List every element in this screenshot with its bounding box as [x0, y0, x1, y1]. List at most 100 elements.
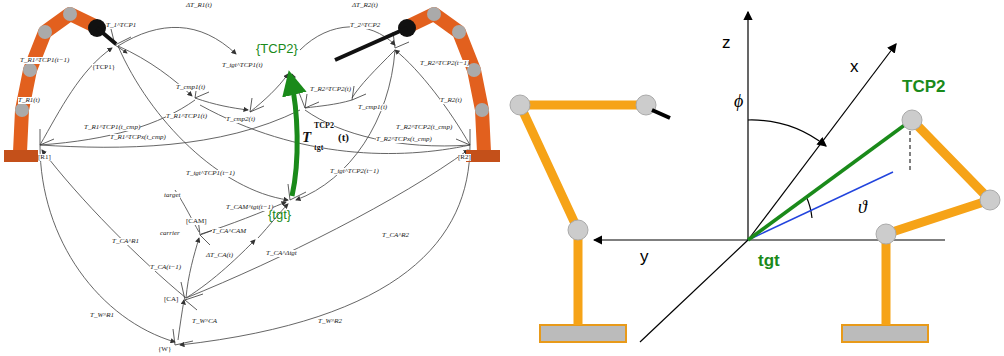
robot-schematic [520, 105, 645, 325]
robot-arm [335, 28, 407, 60]
transform-subscript: tgt [314, 144, 323, 152]
coordinate-axes [594, 239, 748, 240]
robot-arm [23, 63, 37, 77]
transform-curve [352, 50, 395, 98]
transform-label: T_R1^TCP1(t−1) [20, 57, 69, 64]
transform-curve [200, 105, 470, 154]
robot-arm [4, 150, 38, 162]
frame-axes [181, 282, 203, 310]
transform-label: T_R2^TCP2(t) [310, 86, 351, 93]
robot-schematic [540, 325, 626, 342]
axis-label: z [722, 34, 731, 51]
transform-curve [40, 27, 470, 345]
robot-arm [63, 7, 77, 21]
transform-label: T_R1^TCP1(t_cmp) [84, 124, 140, 131]
frame-label: [CAM] [186, 218, 207, 225]
transform-label: T_R2^TCP2(t−1) [420, 60, 469, 67]
frame-axes [40, 29, 470, 345]
projection-line [748, 172, 893, 240]
transform-label: T_tgt^TCP1(t−1) [186, 170, 235, 177]
transform-curve [118, 27, 236, 54]
robot-schematic [842, 110, 1000, 342]
frame-label: [CA] [164, 296, 178, 303]
frame-label: [R1] [38, 154, 51, 161]
transform-label: T_cmp1(t) [176, 84, 205, 91]
transform-label: T_tgt^TCP2(t−1) [330, 168, 379, 175]
transform-curve [42, 150, 186, 298]
coordinate-axes [747, 12, 748, 240]
transform-label: T_CA^CAM [212, 228, 246, 235]
transform-label: ΔT_R1(t) [186, 2, 212, 9]
transform-label: T_R1^TCPx(t_cmp) [110, 134, 166, 141]
transform-curve [305, 110, 470, 146]
coordinate-axes [748, 120, 826, 146]
transform-curve [40, 100, 195, 145]
coordinate-axes [748, 44, 896, 240]
robot-schematic [510, 95, 530, 115]
coordinate-axes [748, 239, 945, 240]
transform-label: T_CA^R1 [112, 238, 139, 245]
axis-label: x [850, 58, 859, 75]
transform-curve [195, 98, 248, 110]
transform-curve [40, 145, 175, 342]
group-label: carrier [160, 230, 180, 237]
robot-arm [15, 103, 29, 117]
robot-schematic [568, 220, 588, 240]
robot-arm [475, 103, 489, 117]
robot-schematic [902, 110, 922, 130]
transform-curve [40, 110, 300, 147]
transform-label: T_R2^TCPx(t_cmp) [376, 136, 432, 143]
target-transform-arrow [291, 80, 297, 196]
frame-axes [173, 329, 193, 345]
transform-label: T_CA(t−1) [150, 264, 181, 271]
robot-arm [409, 14, 484, 152]
robot-arm [20, 14, 95, 152]
projection-drop [910, 124, 911, 170]
transform-label: T_CA^R2 [382, 232, 409, 239]
transform-label: ΔT_CA(t) [206, 252, 233, 259]
transform-label: T_W^CA [192, 318, 217, 325]
coordinate-axes [806, 196, 812, 218]
axis-label: y [640, 248, 649, 265]
frame-label: {W} [158, 346, 171, 353]
transform-curve [296, 50, 395, 200]
transform-label: T_W^R2 [318, 318, 342, 325]
transform-curve [178, 300, 184, 340]
frame-label: [R2] [458, 154, 471, 161]
frame-axes [305, 94, 319, 108]
transform-curve [305, 100, 352, 108]
frame-label: {TCP1} [92, 64, 115, 71]
transform-label: T_R1(t) [18, 97, 40, 104]
transform-argument: (t) [338, 132, 349, 143]
frame-label: {TCP2} [256, 42, 298, 55]
transform-label: T_cmp1(t) [358, 104, 387, 111]
transform-curve [186, 240, 255, 298]
transform-label: T_R1^TCP1(t) [166, 113, 207, 120]
coordinate-axes [640, 240, 748, 342]
transform-curve [250, 74, 288, 112]
transform-label: T_CA^Δtgt [266, 250, 297, 257]
robot-schematic [980, 190, 1000, 210]
transform-curve [395, 50, 470, 145]
transform-label: T_2^TCP2 [350, 22, 380, 29]
robot-arm [427, 7, 441, 21]
angle-label: ϑ [858, 198, 867, 216]
angle-label: ϕ [734, 92, 743, 110]
point-label: TCP2 [902, 78, 945, 95]
point-label: tgt [758, 252, 780, 269]
transform-label: T_cmp2(t) [226, 116, 255, 123]
robot-schematic [886, 120, 990, 325]
robot-arm [452, 25, 466, 39]
transform-curve [118, 46, 288, 200]
transform-label: T_CAM^tgt(t−1) [226, 204, 273, 211]
frame-axes [352, 86, 366, 100]
transform-curve [186, 238, 199, 298]
robot-arm [4, 7, 116, 162]
robot-arm [466, 150, 500, 162]
transform-label: T_W^R1 [90, 312, 114, 319]
target-vector [748, 124, 906, 240]
robot-schematic [510, 95, 670, 342]
frame-axes [40, 129, 54, 145]
transform-curve [186, 150, 468, 298]
transform-label: ΔT_R2(t) [352, 2, 378, 9]
